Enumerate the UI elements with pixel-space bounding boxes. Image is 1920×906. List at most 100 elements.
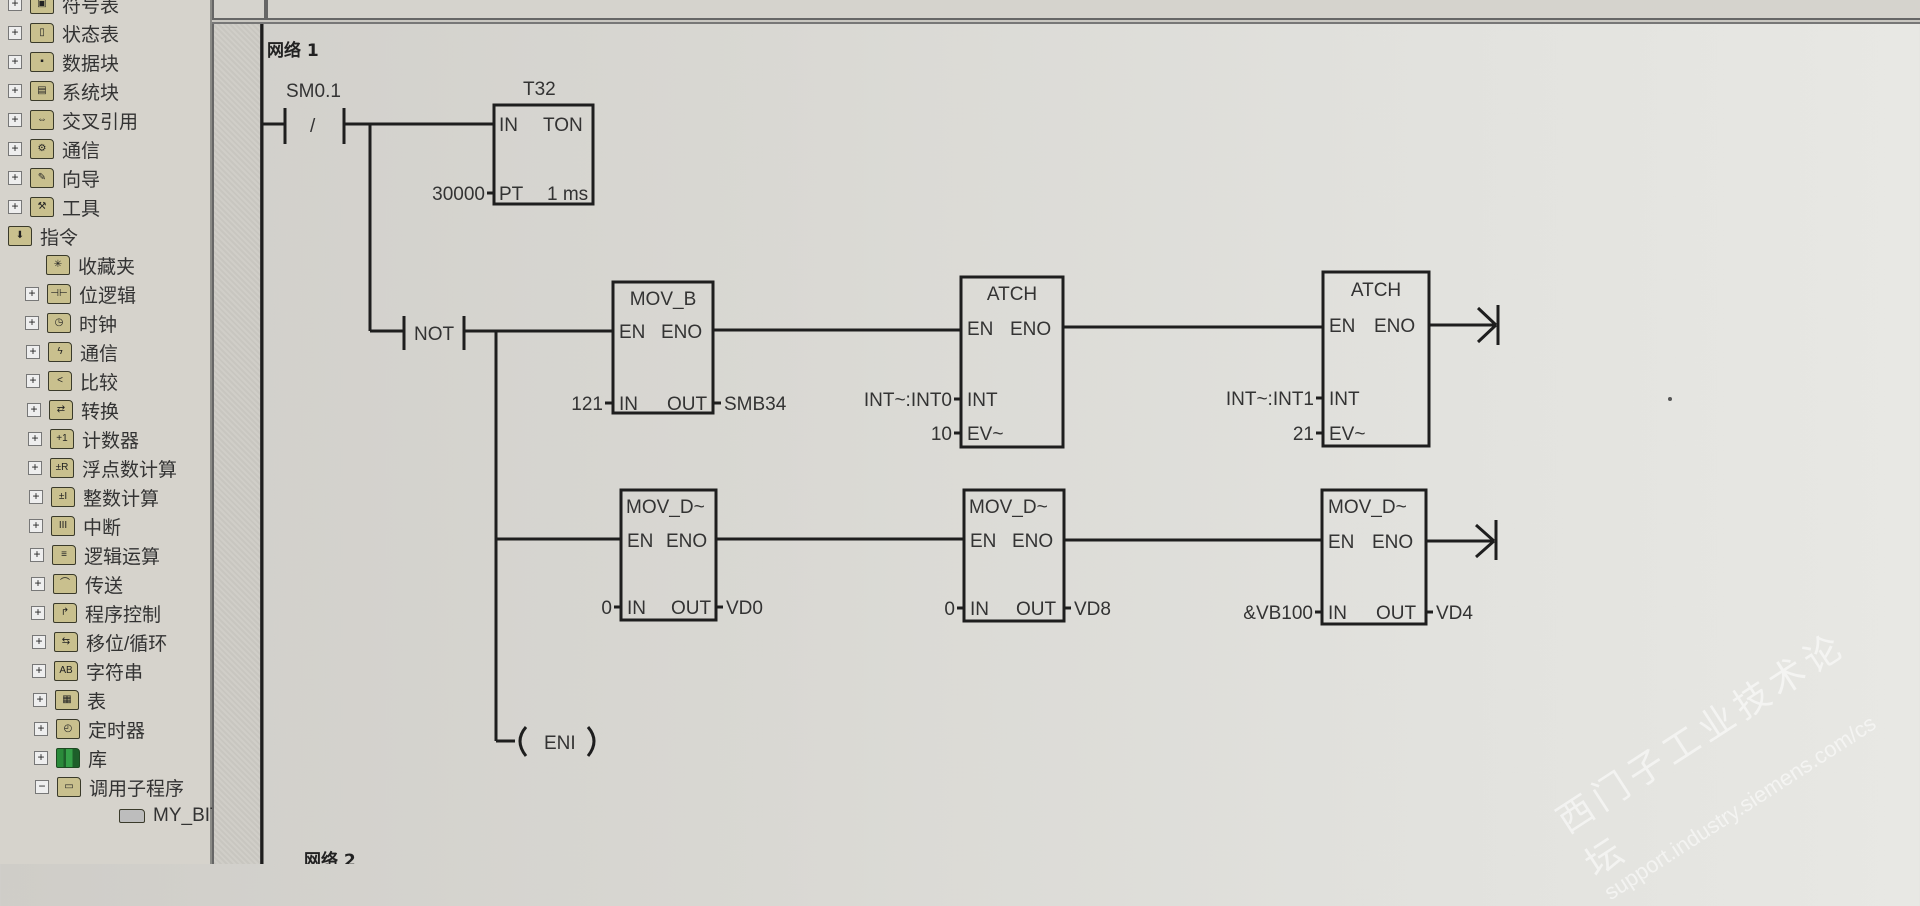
expand-icon[interactable]: + — [32, 635, 46, 649]
tree-item[interactable]: +⊣⊢位逻辑 — [25, 281, 136, 307]
expand-icon[interactable]: + — [31, 577, 45, 591]
expand-icon[interactable]: + — [8, 84, 22, 98]
tree-item[interactable]: +⇆移位/循环 — [32, 629, 167, 655]
communication-icon: ϟ — [48, 342, 72, 362]
editor-left-margin — [212, 24, 262, 864]
operand-value[interactable]: &VB100 — [1243, 603, 1313, 624]
operand-value[interactable]: INT~:INT0 — [864, 390, 952, 411]
operand-value[interactable]: 0 — [944, 599, 955, 620]
expand-icon[interactable]: + — [32, 664, 46, 678]
operand-value[interactable]: VD8 — [1074, 599, 1111, 620]
tree-item[interactable]: +≡逻辑运算 — [30, 542, 160, 568]
tree-item-label: 通信 — [62, 140, 101, 162]
timer-preset-value[interactable]: 30000 — [432, 184, 485, 205]
top-bar-cell — [266, 0, 1920, 20]
tree-item[interactable]: +▪数据块 — [8, 49, 119, 75]
atch-box-1[interactable] — [959, 275, 1065, 449]
tree-item-label: 字符串 — [86, 662, 144, 684]
not-contact[interactable] — [402, 316, 466, 350]
instruction-tree: +▣符号表 +▯状态表 +▪数据块 +▤系统块 +⇔交叉引用 +⚙通信 +✎向导 +⚒工具 ⬇指… — [0, 0, 254, 864]
expand-icon[interactable]: + — [28, 432, 42, 446]
pin-label: EN — [970, 531, 996, 552]
tree-item-label: 数据块 — [62, 53, 120, 75]
pin-label: IN — [619, 394, 638, 415]
expand-icon[interactable]: + — [29, 490, 43, 504]
operand-value[interactable]: VD0 — [726, 598, 763, 619]
expand-icon[interactable]: + — [8, 26, 22, 40]
operand-value[interactable]: 21 — [1293, 424, 1314, 445]
expand-icon[interactable]: + — [34, 751, 48, 765]
tree-item[interactable]: +▦表 — [33, 687, 106, 713]
tree-item[interactable]: +⇄转换 — [27, 397, 119, 423]
box-name: MOV_D~ — [626, 497, 705, 518]
tree-item-label: 调用子程序 — [89, 778, 185, 800]
expand-icon[interactable]: + — [8, 142, 22, 156]
string-icon: AB — [54, 661, 78, 681]
expand-icon[interactable]: + — [8, 55, 22, 69]
mov-d-box-3[interactable] — [1320, 488, 1428, 626]
pin-label: EN — [967, 319, 993, 340]
operand-value[interactable]: SMB34 — [724, 394, 787, 415]
tree-item[interactable]: +▣符号表 — [8, 0, 119, 17]
subroutine-icon — [119, 809, 145, 823]
expand-icon[interactable]: + — [8, 171, 22, 185]
tree-item-label: 位逻辑 — [79, 285, 137, 307]
expand-icon[interactable]: + — [27, 403, 41, 417]
mov-d-box-1[interactable] — [619, 488, 718, 622]
expand-icon[interactable]: + — [26, 374, 40, 388]
pin-label: OUT — [667, 394, 708, 415]
tree-item[interactable]: +↱程序控制 — [31, 600, 161, 626]
expand-icon[interactable]: + — [8, 113, 22, 127]
expand-icon[interactable]: + — [28, 461, 42, 475]
expand-icon[interactable]: + — [25, 287, 39, 301]
box-name: MOV_B — [630, 289, 697, 310]
expand-icon[interactable]: + — [30, 548, 44, 562]
expand-icon[interactable]: + — [33, 693, 47, 707]
pin-label: ENO — [666, 531, 707, 552]
tree-item[interactable]: +⇔交叉引用 — [8, 107, 138, 133]
mov-b-box[interactable] — [611, 280, 715, 415]
operand-value[interactable]: VD4 — [1436, 603, 1473, 624]
tree-item[interactable]: +库 — [34, 745, 107, 771]
tree-item-label: 指令 — [40, 227, 79, 249]
tree-item[interactable]: + AB 字符串 — [32, 658, 143, 684]
expand-icon[interactable]: + — [8, 200, 22, 214]
tree-item[interactable]: +✎向导 — [8, 165, 100, 191]
tree-item[interactable]: +<比较 — [26, 368, 118, 394]
tree-item[interactable]: +◴定时器 — [34, 716, 145, 742]
tree-item[interactable]: +▤系统块 — [8, 78, 119, 104]
collapse-icon[interactable]: − — [35, 780, 49, 794]
operand-value[interactable]: 121 — [571, 394, 603, 415]
tree-item[interactable]: −▭调用子程序 — [35, 774, 184, 800]
tree-item[interactable]: +⌒传送 — [31, 571, 123, 597]
tree-item[interactable]: +⚙通信 — [8, 136, 100, 162]
expand-icon[interactable]: + — [25, 316, 39, 330]
box-name: ATCH — [987, 284, 1037, 305]
operand-value[interactable]: 10 — [931, 424, 952, 445]
expand-icon[interactable]: + — [34, 722, 48, 736]
expand-icon[interactable]: + — [26, 345, 40, 359]
tree-item-label: 系统块 — [62, 82, 120, 104]
clock-icon: ◷ — [47, 313, 71, 333]
timer-box-t32[interactable] — [492, 103, 595, 206]
tree-item[interactable]: +◷时钟 — [25, 310, 117, 336]
tree-item[interactable]: ⬇指令 — [8, 223, 78, 249]
operand-value[interactable]: 0 — [601, 598, 612, 619]
expand-icon[interactable]: + — [8, 0, 22, 11]
atch-box-2[interactable] — [1321, 270, 1431, 448]
mov-d-box-2[interactable] — [962, 488, 1066, 623]
operand-value[interactable]: INT~:INT1 — [1226, 389, 1314, 410]
box-name: ATCH — [1351, 280, 1401, 301]
eni-coil-right — [586, 726, 596, 757]
expand-icon[interactable]: + — [31, 606, 45, 620]
tree-item[interactable]: ✳收藏夹 — [24, 252, 135, 278]
tree-item[interactable]: +⚒工具 — [8, 194, 100, 220]
contact-sm0-1[interactable] — [262, 108, 346, 144]
expand-icon[interactable]: + — [29, 519, 43, 533]
tree-item[interactable]: +▯状态表 — [8, 20, 119, 46]
